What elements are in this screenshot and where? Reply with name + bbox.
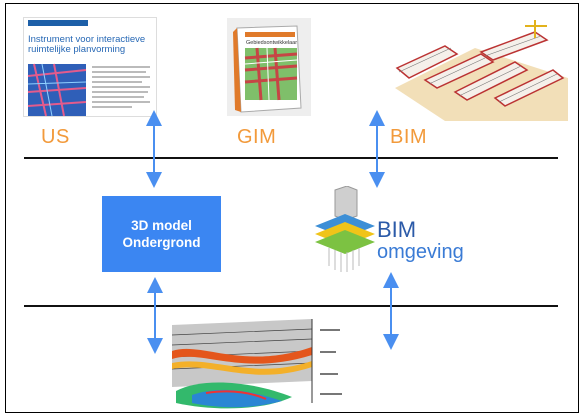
geological-model-thumbnail [162,311,364,412]
geological-subsurface-image [162,311,364,412]
book-title: Gebiedsontwikkelaar [246,40,297,46]
lower-divider-line [24,305,558,307]
bim-label: BIM [390,126,428,148]
gim-label: GIM [237,126,277,148]
doc-map-image [27,63,150,116]
box-line-1: 3D model [131,218,192,233]
bim-omgeving-logo-text: BIM omgeving [377,217,464,264]
bim-city-thumbnail [385,18,568,121]
bim-logo-line-2: omgeving [377,241,464,263]
doc-title: Instrument voor interactieve ruimtelijke… [28,34,146,55]
gim-book-thumbnail: Gebiedsontwikkelaar [227,18,311,116]
upper-divider-line [24,157,558,159]
3d-model-ondergrond-box: 3D model Ondergrond [102,196,221,272]
doc-header-bar [28,20,88,26]
bim-omgeving-layers-icon [315,186,375,272]
gim-book-image: Gebiedsontwikkelaar [227,18,311,116]
box-line-2: Ondergrond [122,235,201,250]
us-document-thumbnail: Instrument voor interactieve ruimtelijke… [23,17,157,117]
us-label: US [41,126,70,148]
bim-city-model-image [385,18,568,121]
bim-logo-line-1: BIM [377,217,417,242]
